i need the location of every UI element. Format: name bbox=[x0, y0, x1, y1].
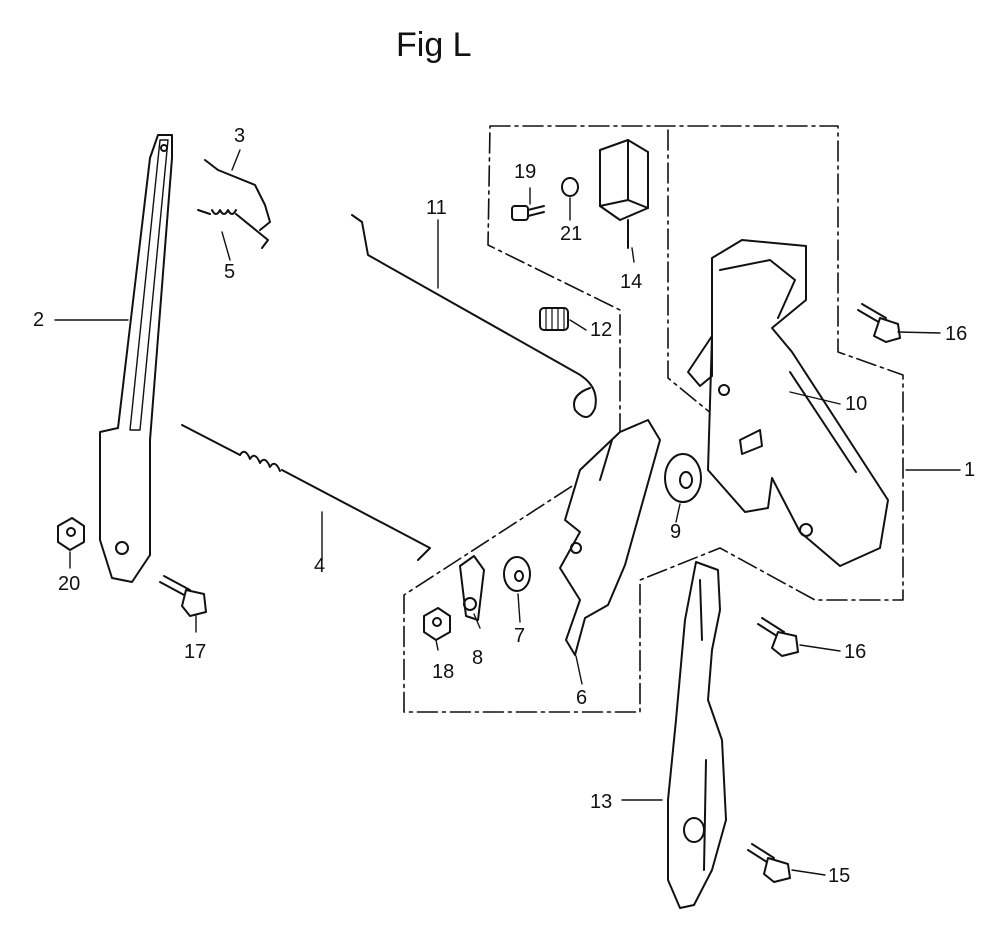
callout-6: 6 bbox=[576, 687, 588, 709]
callout-20: 20 bbox=[58, 573, 81, 595]
callout-13: 13 bbox=[590, 791, 613, 813]
callout-14: 14 bbox=[620, 271, 643, 293]
part-19-screw bbox=[511, 205, 545, 221]
part-9-washer bbox=[664, 453, 702, 503]
part-8-plate bbox=[459, 555, 485, 621]
callout-19: 19 bbox=[514, 161, 537, 183]
part-18-nut bbox=[423, 607, 451, 641]
part-6-throttle-arm bbox=[559, 419, 661, 656]
part-11-rod bbox=[351, 214, 597, 418]
callout-8: 8 bbox=[472, 647, 484, 669]
callout-10: 10 bbox=[845, 393, 868, 415]
part-14-switch bbox=[599, 139, 649, 249]
part-17-bolt bbox=[159, 575, 207, 617]
part-5-small-spring bbox=[197, 209, 269, 249]
assembly-boundary-line bbox=[403, 125, 904, 713]
part-21-washer bbox=[561, 177, 579, 197]
part-7-washer bbox=[503, 556, 531, 592]
callout-2: 2 bbox=[33, 309, 45, 331]
callout-18: 18 bbox=[432, 661, 455, 683]
callout-16-upper: 16 bbox=[945, 323, 968, 345]
part-13-lever-plate bbox=[667, 561, 727, 909]
callout-11: 11 bbox=[426, 197, 447, 219]
callout-3: 3 bbox=[234, 125, 246, 147]
figure-title: Fig L bbox=[396, 26, 472, 64]
leader-lines bbox=[54, 149, 961, 876]
part-12-coil bbox=[539, 307, 569, 331]
part-10-bracket bbox=[687, 239, 889, 567]
callout-16-lower: 16 bbox=[844, 641, 867, 663]
callout-12: 12 bbox=[590, 319, 613, 341]
callout-5: 5 bbox=[224, 261, 236, 283]
callout-4: 4 bbox=[314, 555, 326, 577]
part-3-spring-wire bbox=[204, 159, 271, 231]
part-2-lever-rod bbox=[99, 134, 173, 583]
part-15-bolt bbox=[747, 843, 791, 883]
callout-21: 21 bbox=[560, 223, 583, 245]
part-20-nut bbox=[57, 517, 85, 551]
callout-1: 1 bbox=[964, 459, 976, 481]
sub-boundary-line bbox=[667, 129, 791, 479]
callout-17: 17 bbox=[184, 641, 207, 663]
callout-7: 7 bbox=[514, 625, 526, 647]
part-16-bolt-lower bbox=[757, 617, 799, 657]
callout-9: 9 bbox=[670, 521, 682, 543]
part-4-spring-rod bbox=[181, 424, 431, 561]
part-16-bolt-upper bbox=[857, 303, 901, 343]
callout-15: 15 bbox=[828, 865, 851, 887]
